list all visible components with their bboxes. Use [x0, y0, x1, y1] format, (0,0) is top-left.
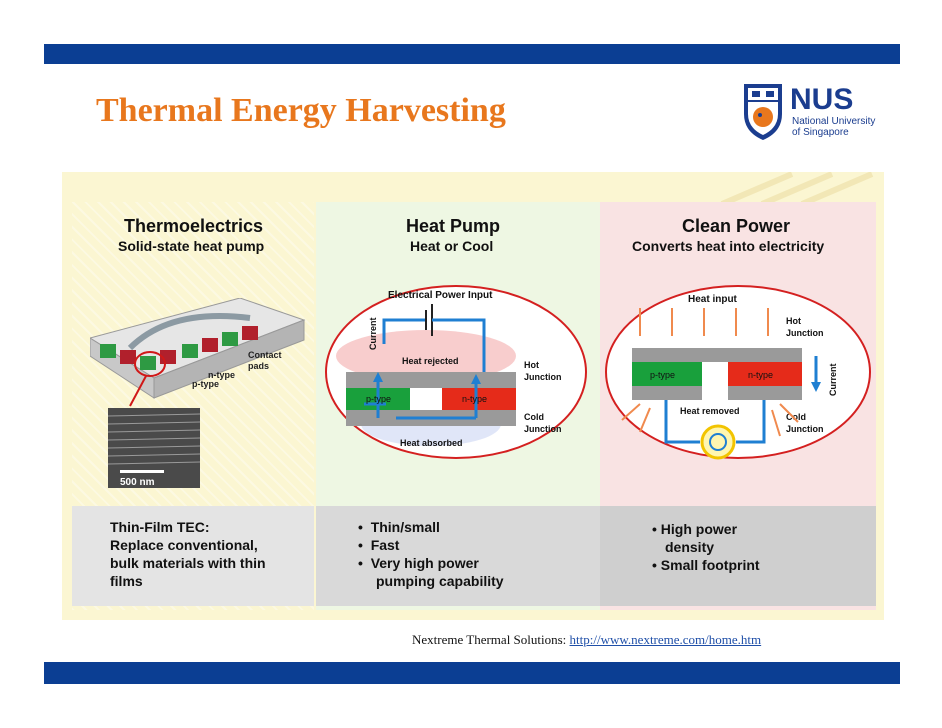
scale-bar-label: 500 nm [120, 477, 155, 488]
tec-line-2: Replace conventional, [110, 537, 258, 553]
top-banner-bar [44, 44, 900, 64]
pads-label: pads [248, 361, 269, 371]
heat-pump-title: Heat Pump [406, 216, 501, 236]
right-hot-label-2: Junction [786, 328, 824, 338]
thermoelectrics-column: Thermoelectrics Solid-state heat pump Co… [72, 202, 314, 610]
clean-power-bullet-2: • Small footprint [652, 557, 760, 573]
cold-junction-label-2: Junction [524, 424, 562, 434]
credit-text: Nextreme Thermal Solutions: [412, 632, 567, 647]
n-type-block-label: n-type [462, 394, 487, 404]
thin-film-device-illustration: Contact pads n-type p-type 500 nm [90, 298, 306, 488]
right-current-label: Current [828, 363, 838, 396]
heat-rejected-label: Heat rejected [402, 356, 459, 366]
right-n-type-label: n-type [748, 370, 773, 380]
logo-name: NUS [790, 83, 853, 116]
hot-junction-label-1: Hot [524, 360, 539, 370]
p-type-block-label: p-type [366, 394, 391, 404]
hot-junction-label-2: Junction [524, 372, 562, 382]
bottom-banner-bar [44, 662, 900, 684]
p-type-label: p-type [192, 379, 219, 389]
corner-stripes [720, 172, 874, 207]
clean-power-bullet-1: • High power [652, 521, 738, 537]
clean-power-benefits-box: • High power density • Small footprint [600, 506, 876, 606]
right-p-type-label: p-type [650, 370, 675, 380]
heat-input-label: Heat input [688, 294, 738, 305]
tec-line-3: bulk materials with thin [110, 555, 266, 571]
contact-label: Contact [248, 350, 282, 360]
logo-line1: National University [792, 116, 875, 127]
nus-logo: NUS National University of Singapore [744, 83, 875, 140]
source-link[interactable]: http://www.nextreme.com/home.htm [569, 632, 762, 647]
thin-film-tec-box: Thin-Film TEC: Replace conventional, bul… [72, 506, 314, 606]
heat-pump-subtitle: Heat or Cool [410, 238, 494, 254]
right-cold-label-1: Cold [786, 412, 806, 422]
clean-power-bullet-1-cont: density [665, 539, 715, 555]
cold-junction-label-1: Cold [524, 412, 544, 422]
diagram-panel: Thermoelectrics Solid-state heat pump Co… [62, 172, 884, 620]
thermoelectrics-subtitle: Solid-state heat pump [118, 238, 265, 254]
heat-pump-bullet-3-cont: pumping capability [376, 573, 504, 589]
logo-line2: of Singapore [792, 127, 849, 138]
heat-pump-bullet-1: • Thin/small [358, 519, 440, 535]
heat-removed-label: Heat removed [680, 406, 740, 416]
right-hot-label-1: Hot [786, 316, 801, 326]
heat-pump-benefits-box: • Thin/small • Fast • Very high power pu… [316, 506, 600, 606]
clean-power-title: Clean Power [682, 216, 791, 236]
tec-line-4: films [110, 573, 143, 589]
slide-title: Thermal Energy Harvesting [96, 92, 506, 129]
power-input-label: Electrical Power Input [388, 290, 493, 301]
n-type-label: n-type [208, 370, 235, 380]
right-cold-label-2: Junction [786, 424, 824, 434]
heat-pump-diagram: Electrical Power Input Current Heat reje… [325, 285, 587, 459]
clean-power-subtitle: Converts heat into electricity [632, 238, 825, 254]
heat-absorbed-label: Heat absorbed [400, 438, 463, 448]
thermoelectrics-title: Thermoelectrics [124, 216, 264, 236]
heat-pump-bullet-3: • Very high power [358, 555, 479, 571]
clean-power-diagram: Heat input Hot Junction p-type n-type Cu… [605, 285, 871, 460]
tec-line-1: Thin-Film TEC: [110, 519, 210, 535]
source-credit: Nextreme Thermal Solutions: http://www.n… [412, 632, 761, 648]
heat-pump-bullet-2: • Fast [358, 537, 400, 553]
current-label: Current [368, 317, 378, 350]
